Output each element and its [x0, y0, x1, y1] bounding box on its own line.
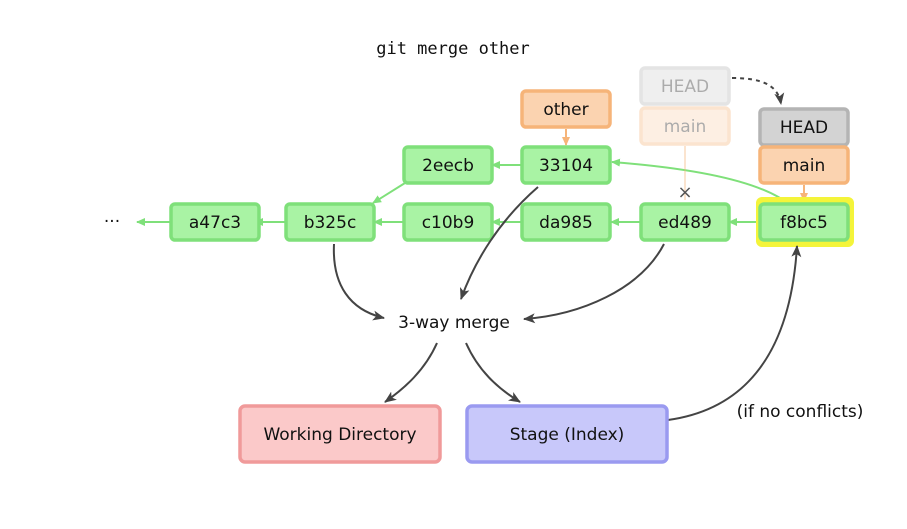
stage-index[interactable]: Stage (Index) [465, 404, 669, 464]
commit-f8bc5-box [758, 202, 850, 242]
commit-ed489-label: ed489 [658, 213, 712, 233]
commit-f8bc5[interactable]: f8bc5 [758, 202, 850, 242]
arrow-merge-to-stage [465, 342, 521, 403]
no-conflicts-note: (if no conflicts) [737, 402, 864, 422]
commit-f8bc5-label: f8bc5 [780, 213, 828, 233]
parent-arrows [136, 158, 791, 226]
history-ellipsis: ··· [104, 212, 120, 232]
commits: 2eecb 33104 a47c3 b325c c10b9 da985 ed48… [169, 145, 850, 242]
commit-2eecb[interactable]: 2eecb [402, 145, 494, 185]
commit-b325c-label: b325c [304, 213, 357, 233]
working-directory[interactable]: Working Directory [238, 404, 442, 464]
commit-c10b9[interactable]: c10b9 [402, 202, 494, 242]
commit-da985-label: da985 [539, 213, 593, 233]
commit-da985[interactable]: da985 [520, 202, 612, 242]
commit-33104[interactable]: 33104 [520, 145, 612, 185]
head-label: HEAD [780, 118, 828, 138]
ref-other: other [520, 89, 612, 146]
merge-label: 3-way merge [398, 313, 510, 333]
head-move-arrow [731, 77, 785, 105]
commit-b325c-box [284, 202, 376, 242]
commit-2eecb-label: 2eecb [422, 156, 474, 176]
ref-head-main: HEAD main [758, 107, 850, 202]
old-main-box [639, 106, 731, 146]
old-head-label: HEAD [661, 77, 709, 97]
commit-ed489-box [639, 202, 731, 242]
stage-index-box [465, 404, 669, 464]
arrow-ed489-to-merge [523, 243, 665, 324]
commit-a47c3-box [169, 202, 261, 242]
arrow-merge-to-working-directory [384, 342, 438, 403]
working-directory-box [238, 404, 442, 464]
commit-33104-label: 33104 [539, 156, 593, 176]
head-box [758, 107, 850, 147]
command-title: git merge other [376, 39, 530, 59]
arrow-2eecb-b325c [372, 182, 406, 204]
commit-c10b9-label: c10b9 [422, 213, 475, 233]
commit-da985-box [520, 202, 612, 242]
arrow-stage-to-f8bc5 [667, 245, 802, 421]
arrow-33104-to-merge [460, 186, 539, 300]
commit-a47c3[interactable]: a47c3 [169, 202, 261, 242]
moved-marker: × [677, 182, 692, 203]
main-label: main [783, 156, 825, 176]
arrow-b325c-to-merge [332, 243, 385, 321]
main-box [758, 145, 850, 185]
working-directory-label: Working Directory [263, 425, 416, 445]
commit-a47c3-label: a47c3 [189, 213, 241, 233]
ref-other-label: other [543, 100, 588, 120]
commit-c10b9-box [402, 202, 494, 242]
ref-other-box [520, 89, 612, 129]
commit-b325c[interactable]: b325c [284, 202, 376, 242]
old-main-label: main [664, 117, 706, 137]
commit-2eecb-box [402, 145, 494, 185]
old-head-main: HEAD main [639, 66, 731, 200]
commit-ed489[interactable]: ed489 [639, 202, 731, 242]
commit-33104-box [520, 145, 612, 185]
merge-arrows [332, 186, 802, 421]
arrow-f8bc5-33104 [611, 158, 791, 206]
stage-index-label: Stage (Index) [510, 425, 625, 445]
old-head-box [639, 66, 731, 106]
